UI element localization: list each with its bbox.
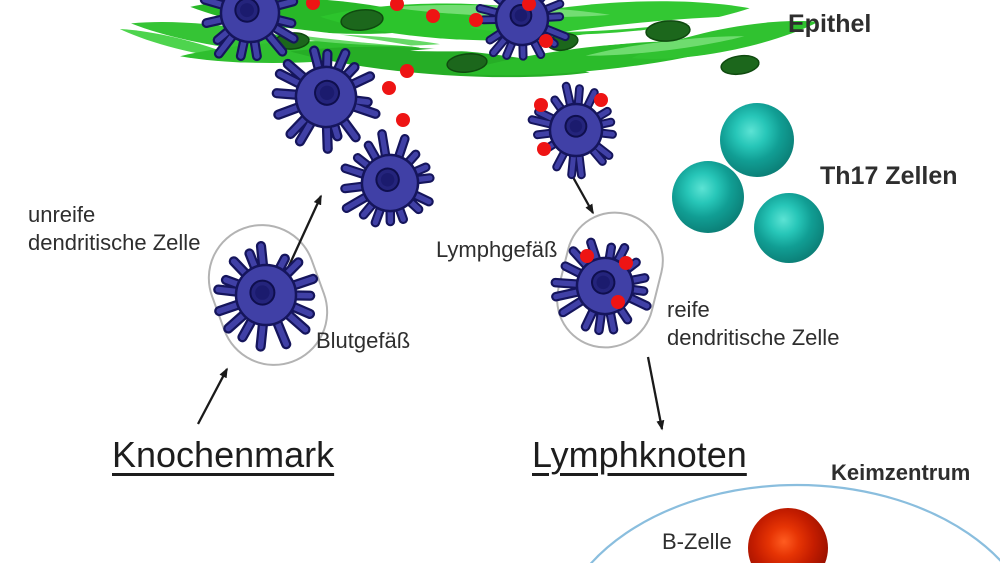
label-th17-zellen: Th17 Zellen: [820, 162, 958, 190]
label-blutgefaess: Blutgefäß: [316, 328, 411, 353]
epithelial-cell: [585, 36, 745, 56]
label-reife-line2: dendritische Zelle: [667, 325, 840, 350]
antigen-dot: [580, 249, 594, 263]
label-epithel: Epithel: [788, 10, 872, 38]
b-cell: [748, 508, 828, 563]
label-lymphgefaess: Lymphgefäß: [436, 237, 558, 262]
antigen-dot: [382, 81, 396, 95]
th17-cell: [754, 193, 824, 263]
th17-cell: [672, 161, 744, 233]
antigen-dot: [619, 256, 633, 270]
antigen-dot: [426, 9, 440, 23]
antigen-dot: [469, 13, 483, 27]
dc-nucleolus: [380, 173, 395, 187]
antigen-dot: [522, 0, 536, 11]
dc-in-epithelium-left: [199, 0, 299, 62]
antigen-dot: [306, 0, 320, 10]
label-keimzentrum: Keimzentrum: [831, 460, 971, 485]
antigen-dot: [611, 295, 625, 309]
epithelial-nucleus: [645, 20, 691, 42]
antigen-dots: [306, 0, 633, 309]
th17-cell-group: [672, 103, 824, 263]
label-unreife-dendritische-zelle: unreife dendritische Zelle: [28, 201, 200, 257]
label-knochenmark: Knochenmark: [112, 434, 335, 475]
th17-cell: [720, 103, 794, 177]
label-unreife-line1: unreife: [28, 202, 96, 227]
dc-nucleolus: [569, 120, 583, 133]
dc-nucleolus: [255, 285, 270, 300]
epithelial-nucleus: [446, 53, 488, 73]
antigen-dot: [390, 0, 404, 11]
antigen-dot: [594, 93, 608, 107]
dc-in-blood-vessel: [213, 241, 319, 352]
germinal-center-boundary: [589, 483, 1000, 563]
arrow-vessel-to-lymphknoten: [646, 356, 665, 431]
label-unreife-line2: dendritische Zelle: [28, 230, 201, 255]
arrow-vessel-to-tissue: [286, 194, 323, 269]
antigen-dot: [400, 64, 414, 78]
epithelial-nucleus: [720, 54, 760, 76]
label-reife-dendritische-zelle: reife dendritische Zelle: [667, 296, 839, 352]
arrow-knochenmark-to-vessel: [196, 367, 229, 425]
dc-leaving-epithelium: [271, 45, 381, 154]
antigen-dot: [539, 34, 553, 48]
dc-with-antigen: [527, 81, 617, 180]
antigen-dot: [396, 113, 410, 127]
dc-nucleolus: [240, 3, 254, 18]
dc-nucleolus: [514, 9, 528, 22]
antigen-dot: [534, 98, 548, 112]
dc-nucleolus: [596, 275, 610, 290]
dc-nucleolus: [319, 85, 335, 100]
label-b-zelle: B-Zelle: [662, 529, 732, 554]
dc-migrating: [340, 129, 435, 228]
epithelial-nucleus: [340, 9, 384, 31]
antigen-dot: [537, 142, 551, 156]
label-lymphknoten: Lymphknoten: [532, 434, 747, 475]
label-reife-line1: reife: [667, 297, 710, 322]
